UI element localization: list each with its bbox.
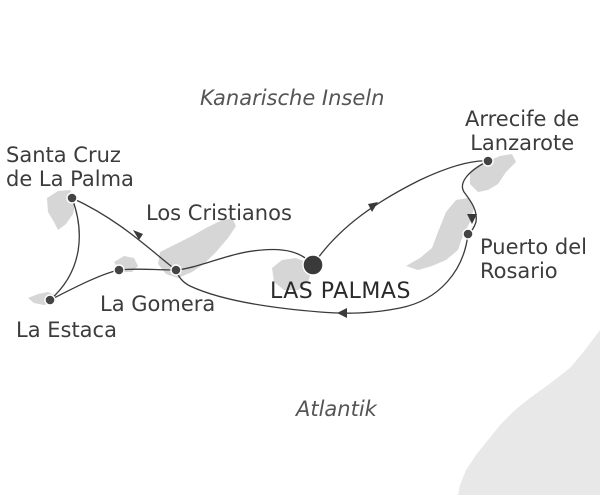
port-dot-la-estaca	[44, 294, 56, 306]
island-tenerife	[158, 218, 236, 278]
port-markers	[44, 155, 494, 306]
port-dot-las-palmas	[302, 254, 324, 276]
route-los-cristianos-santa-cruz	[71, 197, 177, 271]
label-la-estaca: La Estaca	[16, 318, 117, 342]
island-fuerteventura	[406, 198, 474, 270]
port-dot-la-gomera	[113, 264, 125, 276]
port-dot-puerto-rosario	[462, 228, 474, 240]
label-puerto-rosario: Puerto del Rosario	[480, 235, 587, 283]
mainland-africa	[458, 330, 600, 495]
label-los-cristianos: Los Cristianos	[146, 201, 292, 225]
ocean-label: Atlantik	[296, 397, 377, 421]
label-santa-cruz: Santa Cruz de La Palma	[6, 143, 134, 191]
route-los-cristianos-las-palmas	[175, 248, 314, 271]
route-las-palmas-los-cristianos	[175, 269, 321, 313]
island-lanzarote	[470, 154, 516, 192]
port-dot-los-cristianos	[170, 264, 182, 276]
route-santa-cruz-la-estaca	[49, 197, 80, 301]
route-la-estaca-la-gomera	[49, 269, 120, 301]
arrow-to-arrecife	[368, 202, 378, 212]
port-dot-santa-cruz	[66, 192, 78, 204]
port-dot-arrecife	[482, 155, 494, 167]
arrow-to-las-palmas	[337, 308, 347, 318]
route-la-gomera-los-cristianos	[118, 268, 177, 271]
route-arrows	[133, 202, 477, 318]
label-las-palmas: LAS PALMAS	[270, 279, 411, 304]
label-arrecife: Arrecife de Lanzarote	[465, 107, 580, 155]
region-label: Kanarische Inseln	[200, 86, 385, 110]
arrow-to-rosario	[467, 214, 477, 224]
route-las-palmas-arrecife	[312, 160, 489, 266]
route-arrecife-rosario	[461, 160, 489, 235]
island-gran-canaria	[272, 258, 312, 290]
label-la-gomera: La Gomera	[100, 292, 216, 316]
arrow-to-santa-cruz	[133, 230, 143, 240]
